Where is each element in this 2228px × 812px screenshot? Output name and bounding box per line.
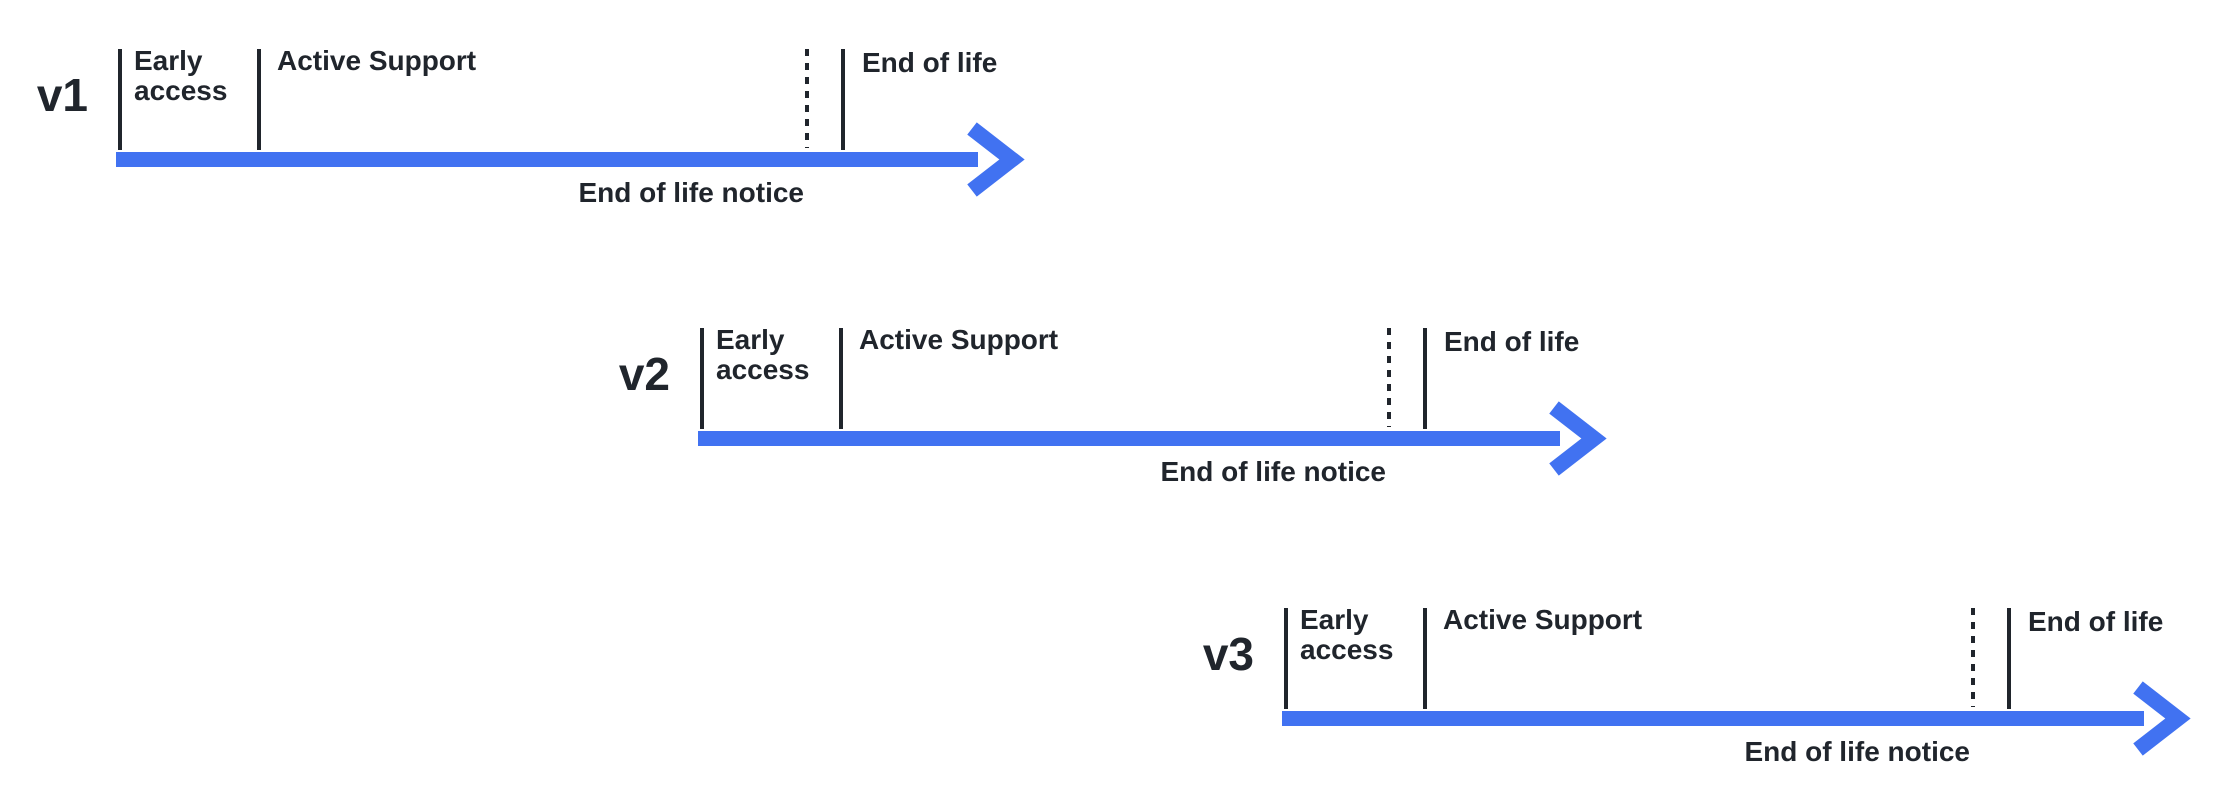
- timeline-row-v1: v1 Early access Active Support End of li…: [0, 45, 1096, 219]
- end-of-life-notice-label: End of life notice: [1160, 456, 1386, 487]
- end-of-life-label: End of life: [862, 47, 998, 78]
- end-of-life-notice-label: End of life notice: [1744, 736, 1970, 767]
- early-access-label: Early access: [1300, 604, 1394, 665]
- early-access-label: Early access: [134, 45, 228, 106]
- end-of-life-label: End of life: [1444, 326, 1580, 357]
- timeline-graphic-v1: [116, 49, 1025, 197]
- timeline-graphic-v2: [698, 328, 1607, 476]
- timeline-arrow-head: [1549, 401, 1607, 476]
- timeline-row-v2: v2 Early access Active Support End of li…: [558, 324, 1678, 498]
- active-support-label: Active Support: [859, 324, 1059, 355]
- timeline-arrow-head: [2133, 681, 2191, 756]
- version-label: v3: [1202, 628, 1254, 680]
- end-of-life-label: End of life: [2028, 606, 2164, 637]
- version-label: v1: [36, 69, 88, 121]
- active-support-label: Active Support: [1443, 604, 1643, 635]
- end-of-life-notice-label: End of life notice: [578, 177, 804, 208]
- active-support-label: Active Support: [277, 45, 477, 76]
- version-label: v2: [618, 348, 670, 400]
- early-access-label: Early access: [716, 324, 810, 385]
- timeline-row-v3: v3 Early access Active Support End of li…: [1142, 604, 2228, 778]
- timeline-graphic-v3: [1282, 608, 2191, 756]
- timeline-arrow-head: [967, 122, 1025, 197]
